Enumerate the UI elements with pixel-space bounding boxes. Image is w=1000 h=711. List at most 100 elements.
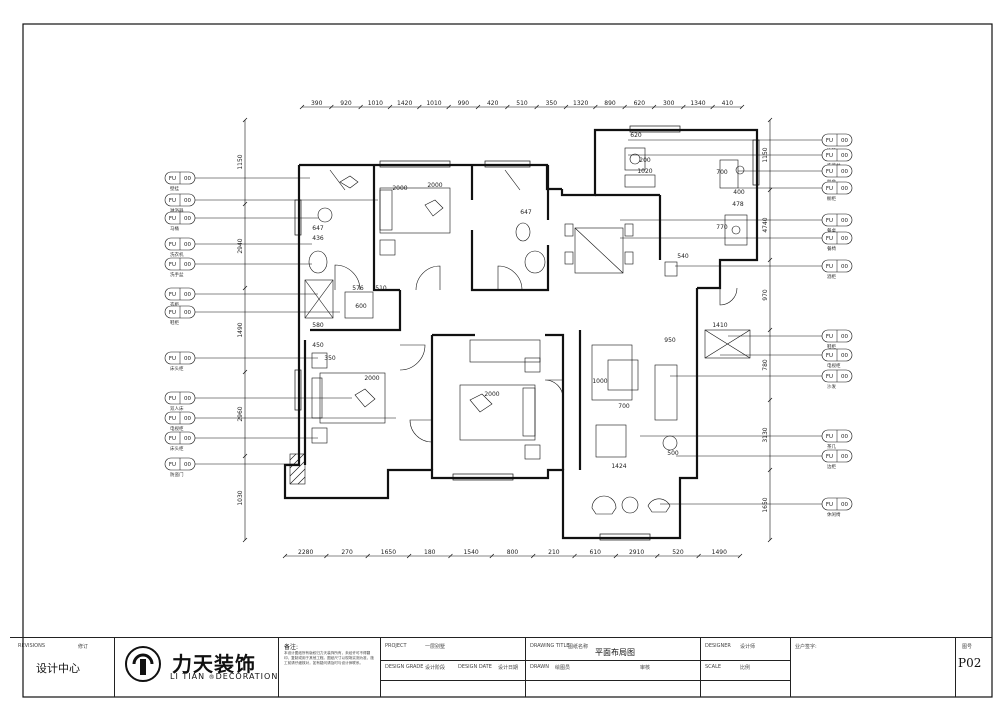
interior-dim-label: 1410 <box>712 322 727 329</box>
callout-tag-number: 00 <box>841 186 848 192</box>
interior-dim-label: 700 <box>716 169 728 176</box>
callout-tag-number: 00 <box>841 138 848 144</box>
left-dim-tick <box>242 369 248 375</box>
top-dim-tick <box>681 104 686 110</box>
top-dim-label: 1320 <box>573 100 588 107</box>
sheet-number: P02 <box>958 656 982 670</box>
interior-dim-label: 510 <box>375 285 387 292</box>
callout-label: 沙发 <box>827 383 836 390</box>
project-value: 一层别墅 <box>425 644 446 650</box>
callout-tag-number: 00 <box>841 236 848 242</box>
top-dim-label: 510 <box>516 100 528 107</box>
callout-tag-number: 00 <box>184 436 191 442</box>
callout-tag-number: 00 <box>841 502 848 508</box>
callout-tag-code: FU <box>826 334 833 340</box>
callout-tag-number: 00 <box>184 356 191 362</box>
drawing-title-sub: 图纸名称 <box>568 644 589 650</box>
callout-tag-code: FU <box>169 262 176 268</box>
callout-tag-code: FU <box>826 502 833 508</box>
callout-tag-code: FU <box>826 353 833 359</box>
designer-label: DESIGNER <box>705 643 731 649</box>
callout-label: 茶几 <box>827 443 836 450</box>
top-dim-label: 1010 <box>426 100 441 107</box>
drawing-title-label: DRAWING TITLE <box>530 643 570 649</box>
callout-tag-code: FU <box>826 169 833 175</box>
top-dim-label: 990 <box>458 100 470 107</box>
callout-tag-code: FU <box>826 138 833 144</box>
top-dim-tick <box>505 104 510 110</box>
logo-english-right: DECORATION <box>215 672 279 681</box>
right-dim-tick <box>767 467 773 473</box>
callout-label: 洗衣机 <box>170 251 184 258</box>
right-dim-tick <box>767 537 773 543</box>
callout-label: 床头柜 <box>170 445 184 452</box>
callout-tag-number: 00 <box>184 462 191 468</box>
bottom-dim-tick <box>448 553 453 559</box>
top-dim-tick <box>358 104 363 110</box>
design-grade-value: 设计阶段 <box>425 665 446 671</box>
top-dim-tick <box>622 104 627 110</box>
callout-label: 壁挂 <box>170 185 179 192</box>
bottom-dim-tick <box>655 553 660 559</box>
right-dim-tick <box>767 187 773 193</box>
callout-label: 橱柜 <box>827 195 836 202</box>
right-dim-label: 780 <box>762 359 769 371</box>
top-dim-tick <box>387 104 393 110</box>
top-dim-tick <box>329 104 334 110</box>
interior-dim-label: 350 <box>324 355 336 362</box>
callout-tag-code: FU <box>169 436 176 442</box>
furniture <box>289 147 751 515</box>
callout-tag-number: 00 <box>184 262 191 268</box>
left-dim-tick <box>242 537 248 543</box>
callout-tag-number: 00 <box>841 334 848 340</box>
bottom-dim-tick <box>613 553 619 559</box>
callout-label: 洗手盆 <box>170 271 184 278</box>
revisions-label: REVISIONS <box>18 643 46 649</box>
interior-dim-label: 2000 <box>427 182 442 189</box>
interior-dim-label: 2000 <box>392 185 407 192</box>
right-dim-tick <box>767 257 773 263</box>
interior-dim-label: 770 <box>716 224 728 231</box>
logo-english-left: LI TIAN <box>170 672 206 681</box>
interior-dim-label: 600 <box>355 303 367 310</box>
bottom-dim-tick <box>572 553 577 559</box>
interior-dim-label: 580 <box>312 322 324 329</box>
callout-label: 鞋柜 <box>827 343 836 350</box>
drawing-title: 平面布局图 <box>595 648 635 657</box>
callout-label: 酒柜 <box>827 273 836 280</box>
left-dim-tick <box>242 453 248 459</box>
top-dim-tick <box>299 104 305 110</box>
interior-dim-label: 450 <box>312 342 324 349</box>
callout-tag-code: FU <box>169 242 176 248</box>
interior-dim-label: 436 <box>312 235 324 242</box>
design-grade-label: DESIGN GRADE <box>385 664 424 670</box>
callout-tag-number: 00 <box>841 169 848 175</box>
bottom-dim-tick <box>406 553 412 559</box>
top-dim-label: 1420 <box>397 100 412 107</box>
interior-dim-label: 647 <box>312 225 324 232</box>
callout-tag-code: FU <box>826 264 833 270</box>
right-dim-tick <box>767 397 773 403</box>
right-dim-label: 1650 <box>762 497 769 512</box>
callout-label: 马桶 <box>170 225 179 232</box>
top-dim-label: 410 <box>722 100 734 107</box>
drawn-label: DRAWN <box>530 664 549 670</box>
top-dim-tick <box>534 104 539 110</box>
callout-tag-number: 00 <box>841 434 848 440</box>
callout-tag-code: FU <box>169 198 176 204</box>
callout-tag-code: FU <box>826 434 833 440</box>
callout-tag-number: 00 <box>184 216 191 222</box>
bottom-dim-label: 2280 <box>298 549 313 556</box>
right-callouts: FU00冰箱FU00洗菜盆FU00灶台FU00橱柜FU00餐桌FU00餐椅FU0… <box>620 133 853 518</box>
bottom-dim-tick <box>324 553 329 559</box>
interior-dim-label: 540 <box>677 253 689 260</box>
callout-tag-code: FU <box>169 216 176 222</box>
bottom-dim-label: 1490 <box>712 549 727 556</box>
bottom-dim-tick <box>282 553 288 559</box>
callout-tag-number: 00 <box>184 310 191 316</box>
scale-label: SCALE <box>705 664 722 670</box>
notes-label: 备注: <box>284 644 299 651</box>
